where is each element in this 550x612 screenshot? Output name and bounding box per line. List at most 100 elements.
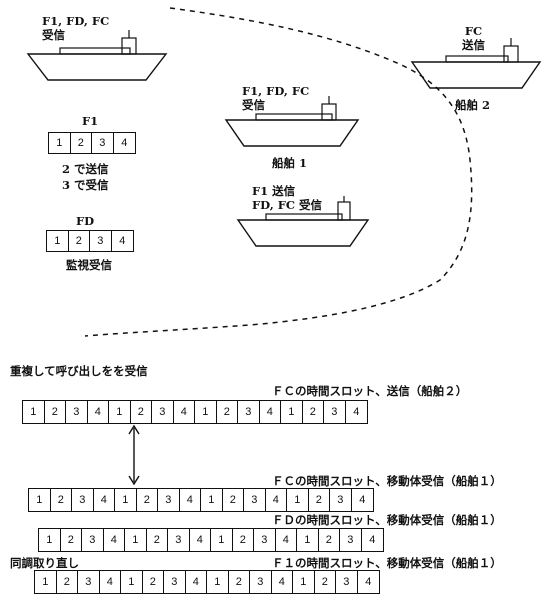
- row4-slot: 4: [100, 571, 121, 593]
- legend-f1-title: F1: [82, 114, 99, 128]
- row3-slot: 2: [319, 529, 340, 551]
- row2-slot: 2: [137, 489, 158, 511]
- row2-slot: 1: [115, 489, 137, 511]
- ship1: [224, 96, 360, 147]
- row3-slot: 3: [168, 529, 190, 551]
- bottom-ship-label: F1 送信 FD, FC 受信: [252, 184, 322, 212]
- row4-slot: 2: [143, 571, 164, 593]
- row4-slot: 3: [164, 571, 186, 593]
- row1-caption: ＦＣの時間スロット、送信（船舶２）: [272, 384, 468, 398]
- row1-slot: 4: [174, 401, 195, 423]
- row1-slot: 3: [238, 401, 260, 423]
- row1-slot: 2: [217, 401, 238, 423]
- row2-caption: ＦＣの時間スロット、移動体受信（船舶１）: [272, 474, 502, 488]
- row2-slot: 3: [158, 489, 180, 511]
- row2-slot: 3: [244, 489, 266, 511]
- row3-slot: 4: [104, 529, 125, 551]
- row2-slot: 4: [359, 494, 366, 506]
- row3-slot: 4: [369, 534, 376, 546]
- row2-slot: 2: [51, 489, 72, 511]
- ship-top-left-label: F1, FD, FC 受信: [42, 14, 109, 42]
- bottom-ship-label-line1: F1 送信: [252, 184, 296, 198]
- row3-slots: 1 2 3 4 1 2 3 4 1 2 3 4 1 2 3 4: [38, 528, 384, 552]
- row1-slot: 1: [281, 401, 303, 423]
- row2-slot: 1: [201, 489, 223, 511]
- row3-slot: 3: [254, 529, 276, 551]
- row4-slot: 2: [229, 571, 250, 593]
- bottom-ship: [236, 196, 370, 247]
- row3-slot: 4: [276, 529, 297, 551]
- row4-slot: 2: [315, 571, 336, 593]
- row1-slot: 3: [152, 401, 174, 423]
- row4-slot: 4: [186, 571, 207, 593]
- row4-slot: 3: [336, 571, 358, 593]
- bottom-ship-label-line2: FD, FC 受信: [252, 198, 323, 212]
- row1-slot: 4: [88, 401, 109, 423]
- row2-slot: 4: [180, 489, 201, 511]
- ship-top-left: [26, 30, 168, 81]
- legend-f1-note2: 3 で受信: [62, 178, 109, 192]
- row3-caption: ＦＤの時間スロット、移動体受信（船舶１）: [272, 513, 502, 527]
- ship2-label: FC 送信: [462, 24, 485, 52]
- row3-slot: 3: [340, 529, 362, 551]
- ship1-label-line2: 受信: [242, 98, 265, 112]
- row2-slot: 3: [72, 489, 94, 511]
- legend-fd-slot: 4: [119, 235, 126, 247]
- row2-slot: 2: [223, 489, 244, 511]
- row3-slot: 4: [190, 529, 211, 551]
- ship2-name: 船舶 2: [455, 98, 491, 112]
- overlap-arrow: [128, 424, 140, 486]
- row1-slot: 3: [324, 401, 346, 423]
- legend-f1-slots: 1 2 3 4: [48, 132, 136, 154]
- row3-slot: 1: [125, 529, 147, 551]
- row4-slot: 1: [121, 571, 143, 593]
- ship1-label-line1: F1, FD, FC: [242, 84, 310, 98]
- row4-slot: 4: [365, 576, 372, 588]
- row4-slot: 1: [207, 571, 229, 593]
- row1-slot: 2: [303, 401, 324, 423]
- legend-f1-slot: 3: [92, 133, 114, 153]
- row3-slot: 3: [82, 529, 104, 551]
- ship1-name: 船舶 1: [272, 156, 308, 170]
- legend-f1-note1: 2 で送信: [62, 162, 109, 176]
- legend-f1-slot: 4: [121, 137, 128, 149]
- row3-slot: 1: [211, 529, 233, 551]
- ship2: [410, 38, 542, 89]
- ship2-label-line1: FC: [464, 24, 483, 38]
- row1-slot: 3: [66, 401, 88, 423]
- row1-slot: 4: [260, 401, 281, 423]
- row3-slot: 1: [39, 529, 61, 551]
- legend-fd-title: FD: [76, 214, 95, 228]
- row4-slot: 2: [57, 571, 78, 593]
- row1-slot: 1: [23, 401, 45, 423]
- row2-slot: 4: [94, 489, 115, 511]
- row4-slots: 1 2 3 4 1 2 3 4 1 2 3 4 1 2 3 4: [34, 570, 380, 594]
- row1-slot: 4: [353, 406, 360, 418]
- ship2-label-line2: 送信: [462, 38, 485, 52]
- row2-slot: 1: [287, 489, 309, 511]
- row1-slot: 2: [45, 401, 66, 423]
- timeline-heading: 重複して呼び出しをを受信: [10, 364, 148, 378]
- row2-slot: 1: [29, 489, 51, 511]
- legend-fd-note: 監視受信: [66, 258, 112, 272]
- row1-slot: 1: [195, 401, 217, 423]
- row4-slot: 3: [250, 571, 272, 593]
- row4-slot: 1: [35, 571, 57, 593]
- legend-f1-slot: 2: [71, 133, 92, 153]
- ship1-label: F1, FD, FC 受信: [242, 84, 309, 112]
- legend-fd-slot: 1: [47, 231, 69, 251]
- ship-top-left-label-line2: 受信: [42, 28, 65, 42]
- legend-fd-slot: 2: [69, 231, 90, 251]
- row3-slot: 2: [61, 529, 82, 551]
- resync-label: 同調取り直し: [10, 556, 79, 570]
- row1-slot: 1: [109, 401, 131, 423]
- row1-slot: 2: [131, 401, 152, 423]
- row4-slot: 3: [78, 571, 100, 593]
- legend-fd-slot: 3: [90, 231, 112, 251]
- row2-slots: 1 2 3 4 1 2 3 4 1 2 3 4 1 2 3 4: [28, 488, 374, 512]
- row3-slot: 1: [297, 529, 319, 551]
- row3-slot: 2: [147, 529, 168, 551]
- row2-slot: 4: [266, 489, 287, 511]
- row3-slot: 2: [233, 529, 254, 551]
